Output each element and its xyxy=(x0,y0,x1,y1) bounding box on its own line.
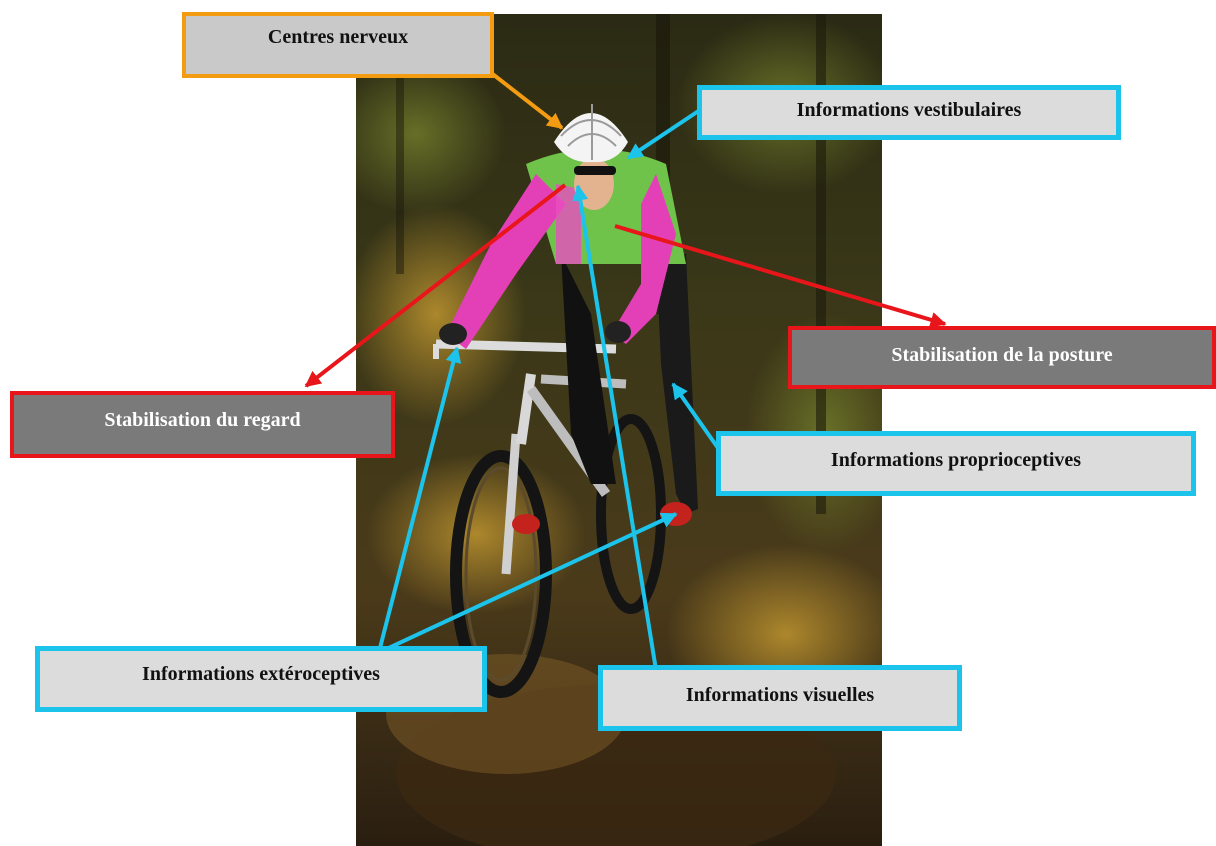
label-text: Centres nerveux xyxy=(267,25,409,48)
label-informations-proprioceptives: Informations proprioceptives xyxy=(716,431,1196,496)
label-text: Informations vestibulaires xyxy=(796,99,1022,121)
label-informations-visuelles: Informations visuelles xyxy=(598,665,962,731)
label-stabilisation-regard: Stabilisation du regard xyxy=(10,391,395,458)
label-text: Informations visuelles xyxy=(685,683,875,706)
label-text: Informations proprioceptives xyxy=(830,449,1082,471)
label-text: Stabilisation du regard xyxy=(104,409,301,431)
label-informations-exteroceptives: Informations extéroceptives xyxy=(35,646,487,712)
label-text: Informations extéroceptives xyxy=(142,662,380,685)
label-centres-nerveux: Centres nerveux xyxy=(182,12,494,78)
label-text: Stabilisation de la posture xyxy=(891,344,1113,366)
label-stabilisation-posture: Stabilisation de la posture xyxy=(788,326,1216,389)
label-informations-vestibulaires: Informations vestibulaires xyxy=(697,85,1121,140)
